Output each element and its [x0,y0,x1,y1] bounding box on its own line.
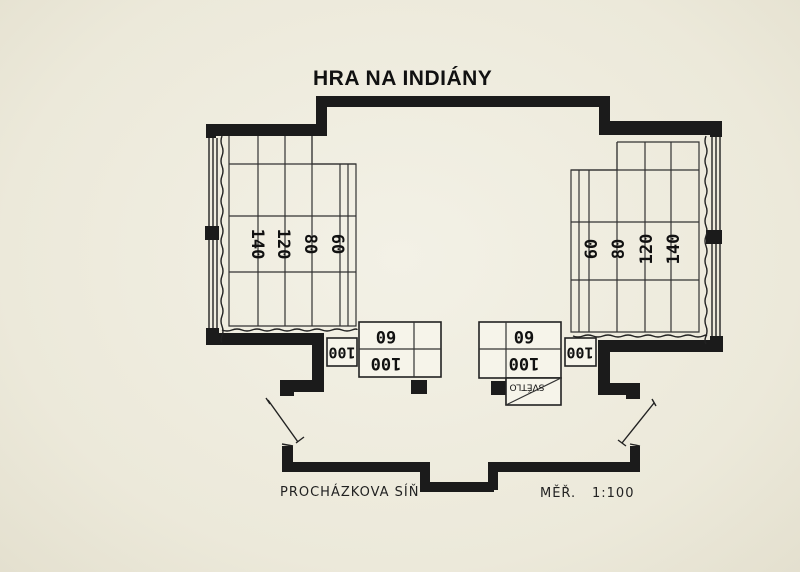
platform-label: 100 [371,353,402,373]
light-label: SVĚTLO [510,382,545,394]
center-left-platform: 60 100 [358,321,442,378]
left-seating-block: 140 120 80 60 [220,135,358,343]
svg-text:100: 100 [566,344,593,362]
left-door [265,397,305,447]
left-side-box: 100 [326,337,358,367]
left-window [208,138,218,328]
plan-title: HRA NA INDIÁNY [313,67,492,90]
platform-label: 100 [509,353,540,373]
tier-label: 80 [300,234,320,254]
tier-label: 80 [609,239,629,259]
right-window [711,137,721,336]
tier-label: 140 [247,229,267,260]
center-right-platform: 60 100 SVĚTLO [478,321,562,406]
svg-text:100: 100 [328,344,355,362]
tier-label: 60 [327,234,347,254]
tier-label: 120 [637,234,657,265]
tier-label: 140 [664,234,684,265]
tier-label: 60 [582,239,602,259]
platform-label: 60 [514,326,534,346]
right-door [617,398,657,447]
tier-label: 120 [273,229,293,260]
hall-name: PROCHÁZKOVA SÍŇ [280,484,419,500]
scale-label: MĚŘ. [540,485,576,501]
scale-value: 1:100 [592,486,634,501]
right-seating-block: 60 80 120 140 [570,135,708,345]
walls [205,96,723,492]
right-side-box: 100 [564,337,597,367]
platform-label: 60 [376,326,396,346]
